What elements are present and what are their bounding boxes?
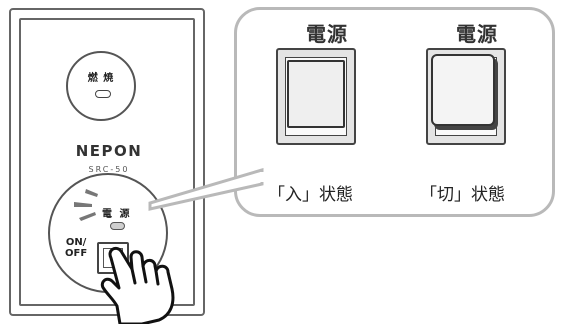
power-label: 電 源 — [102, 209, 132, 220]
panel-inner-border — [19, 18, 195, 306]
onoff-label: ON/ OFF — [65, 237, 87, 259]
lamp-glow-icon — [74, 189, 98, 221]
callout-tail — [148, 167, 264, 211]
hand-pointer-icon — [100, 246, 175, 324]
on-state-caption: 「入」状態 — [268, 185, 353, 205]
burn-label: 燃 焼 — [87, 73, 115, 84]
model-number: SRC-50 — [88, 165, 130, 174]
onoff-label-line2: OFF — [65, 248, 88, 259]
on-state-title: 電源 — [306, 22, 348, 46]
brand-logo: NEPON — [75, 142, 143, 160]
power-lamp — [110, 222, 125, 230]
off-state-button-cap — [431, 54, 495, 126]
burn-indicator: 燃 焼 — [66, 51, 136, 121]
off-state-caption: 「切」状態 — [420, 185, 505, 205]
burn-lamp — [95, 90, 111, 98]
onoff-label-line1: ON/ — [65, 237, 87, 248]
off-state-title: 電源 — [456, 22, 498, 46]
on-state-button-cap — [287, 60, 345, 128]
